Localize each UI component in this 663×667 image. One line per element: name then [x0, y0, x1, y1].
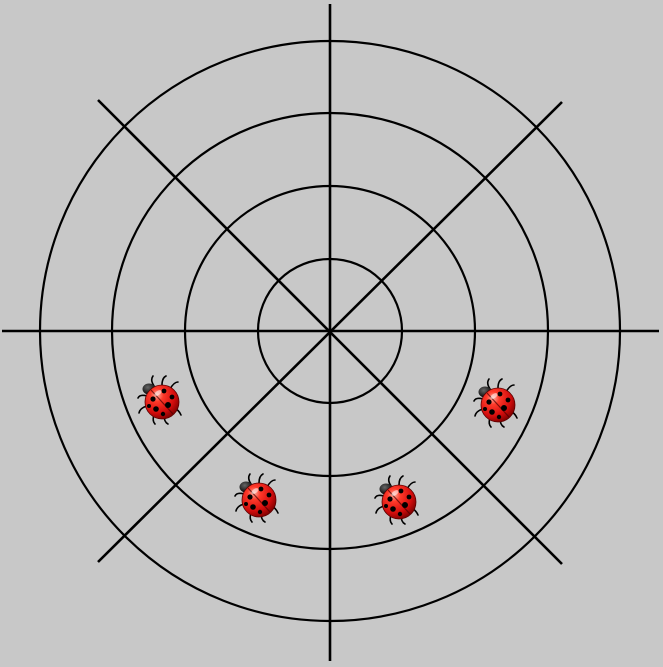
ladybug-icon [374, 475, 419, 525]
ladybug-3[interactable] [374, 475, 419, 525]
ladybug-4[interactable] [473, 378, 518, 428]
ladybug-icon [137, 375, 182, 425]
web-lines [2, 4, 659, 661]
ladybug-2[interactable] [234, 473, 279, 523]
web-spoke-diagonal-up [97, 101, 563, 563]
ladybug-icon [473, 378, 518, 428]
ladybug-1[interactable] [137, 375, 182, 425]
ladybug-icon [234, 473, 279, 523]
